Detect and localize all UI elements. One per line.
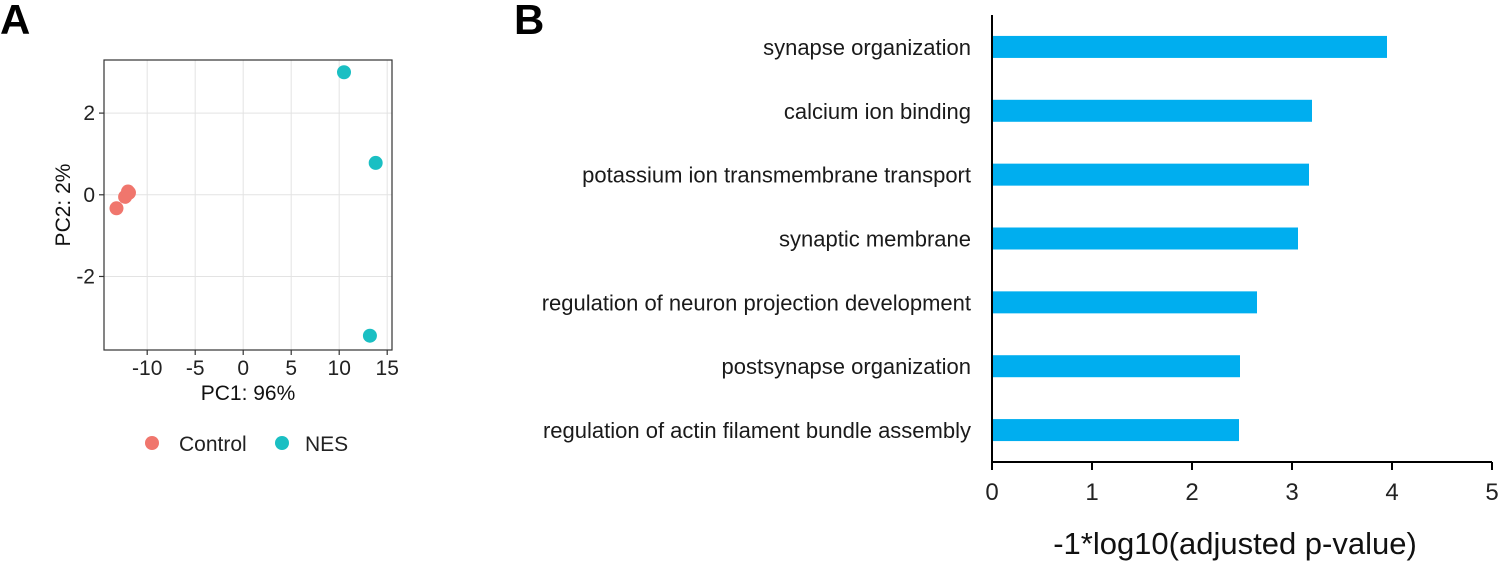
- scatter-point-control: [109, 201, 124, 216]
- scatter-x-tick-label: 0: [237, 357, 249, 380]
- scatter-x-axis-title: PC1: 96%: [201, 382, 296, 405]
- scatter-x-tick-label: -10: [132, 357, 162, 380]
- bar-category-labels: synapse organization calcium ion binding p…: [542, 35, 971, 443]
- bar-x-tick-label: 3: [1285, 479, 1298, 506]
- panel-a-label: A: [0, 0, 30, 43]
- bar: [993, 99, 1312, 122]
- scatter-gridlines: [104, 60, 392, 350]
- bar-category-label: synaptic membrane: [779, 227, 971, 252]
- bar-category-label: potassium ion transmembrane transport: [582, 163, 971, 188]
- bar: [993, 355, 1240, 378]
- scatter-y-ticks: -2 0 2: [76, 102, 104, 288]
- pca-scatter-panel: -10 -5 0 5 10 15 -2 0 2 PC1: 96% PC2: 2% Contro…: [52, 59, 399, 456]
- legend-swatch-nes: [275, 436, 289, 450]
- bar-x-tick-label: 2: [1185, 479, 1198, 506]
- bar: [993, 419, 1239, 442]
- scatter-y-tick-label: 0: [83, 184, 95, 207]
- bar-series: [993, 35, 1387, 442]
- scatter-legend: Control NES: [145, 433, 348, 456]
- scatter-y-tick-label: -2: [76, 265, 95, 288]
- bar-x-tick-label: 4: [1385, 479, 1398, 506]
- bar-category-label: calcium ion binding: [784, 99, 971, 124]
- panel-b-label: B: [514, 0, 544, 43]
- scatter-plot-border: [103, 59, 393, 351]
- scatter-point-nes: [337, 65, 351, 80]
- bar: [993, 291, 1257, 314]
- scatter-y-axis-title: PC2: 2%: [52, 164, 75, 247]
- scatter-x-tick-label: 10: [328, 357, 351, 380]
- legend-label-nes: NES: [305, 433, 348, 456]
- legend-label-control: Control: [179, 433, 247, 456]
- scatter-x-tick-label: 15: [376, 357, 399, 380]
- bar: [993, 163, 1309, 186]
- bar-x-tick-label: 0: [985, 479, 998, 506]
- scatter-x-ticks: -10 -5 0 5 10 15: [132, 350, 399, 380]
- bar-category-label: synapse organization: [763, 35, 971, 60]
- bar-x-axis-title: -1*log10(adjusted p-value): [1053, 526, 1417, 561]
- bar-x-ticks: 0 1 2 3 4 5: [985, 462, 1499, 506]
- bar: [993, 227, 1298, 250]
- bar-x-tick-label: 5: [1485, 479, 1498, 506]
- legend-swatch-control: [145, 436, 159, 450]
- bar-category-label: postsynapse organization: [722, 354, 972, 379]
- bar: [993, 35, 1387, 58]
- scatter-x-tick-label: -5: [186, 357, 205, 380]
- scatter-point-control: [121, 185, 136, 200]
- enrichment-bar-panel: synapse organization calcium ion binding p…: [542, 15, 1499, 561]
- scatter-plot-area: [104, 60, 392, 350]
- scatter-point-nes: [362, 328, 377, 343]
- bar-category-label: regulation of actin filament bundle asse…: [543, 418, 971, 443]
- scatter-y-tick-label: 2: [83, 102, 95, 125]
- scatter-x-tick-label: 5: [285, 357, 297, 380]
- scatter-point-nes: [368, 155, 383, 170]
- bar-category-label: regulation of neuron projection developm…: [542, 290, 971, 315]
- scatter-points: [109, 65, 383, 343]
- bar-x-tick-label: 1: [1085, 479, 1098, 506]
